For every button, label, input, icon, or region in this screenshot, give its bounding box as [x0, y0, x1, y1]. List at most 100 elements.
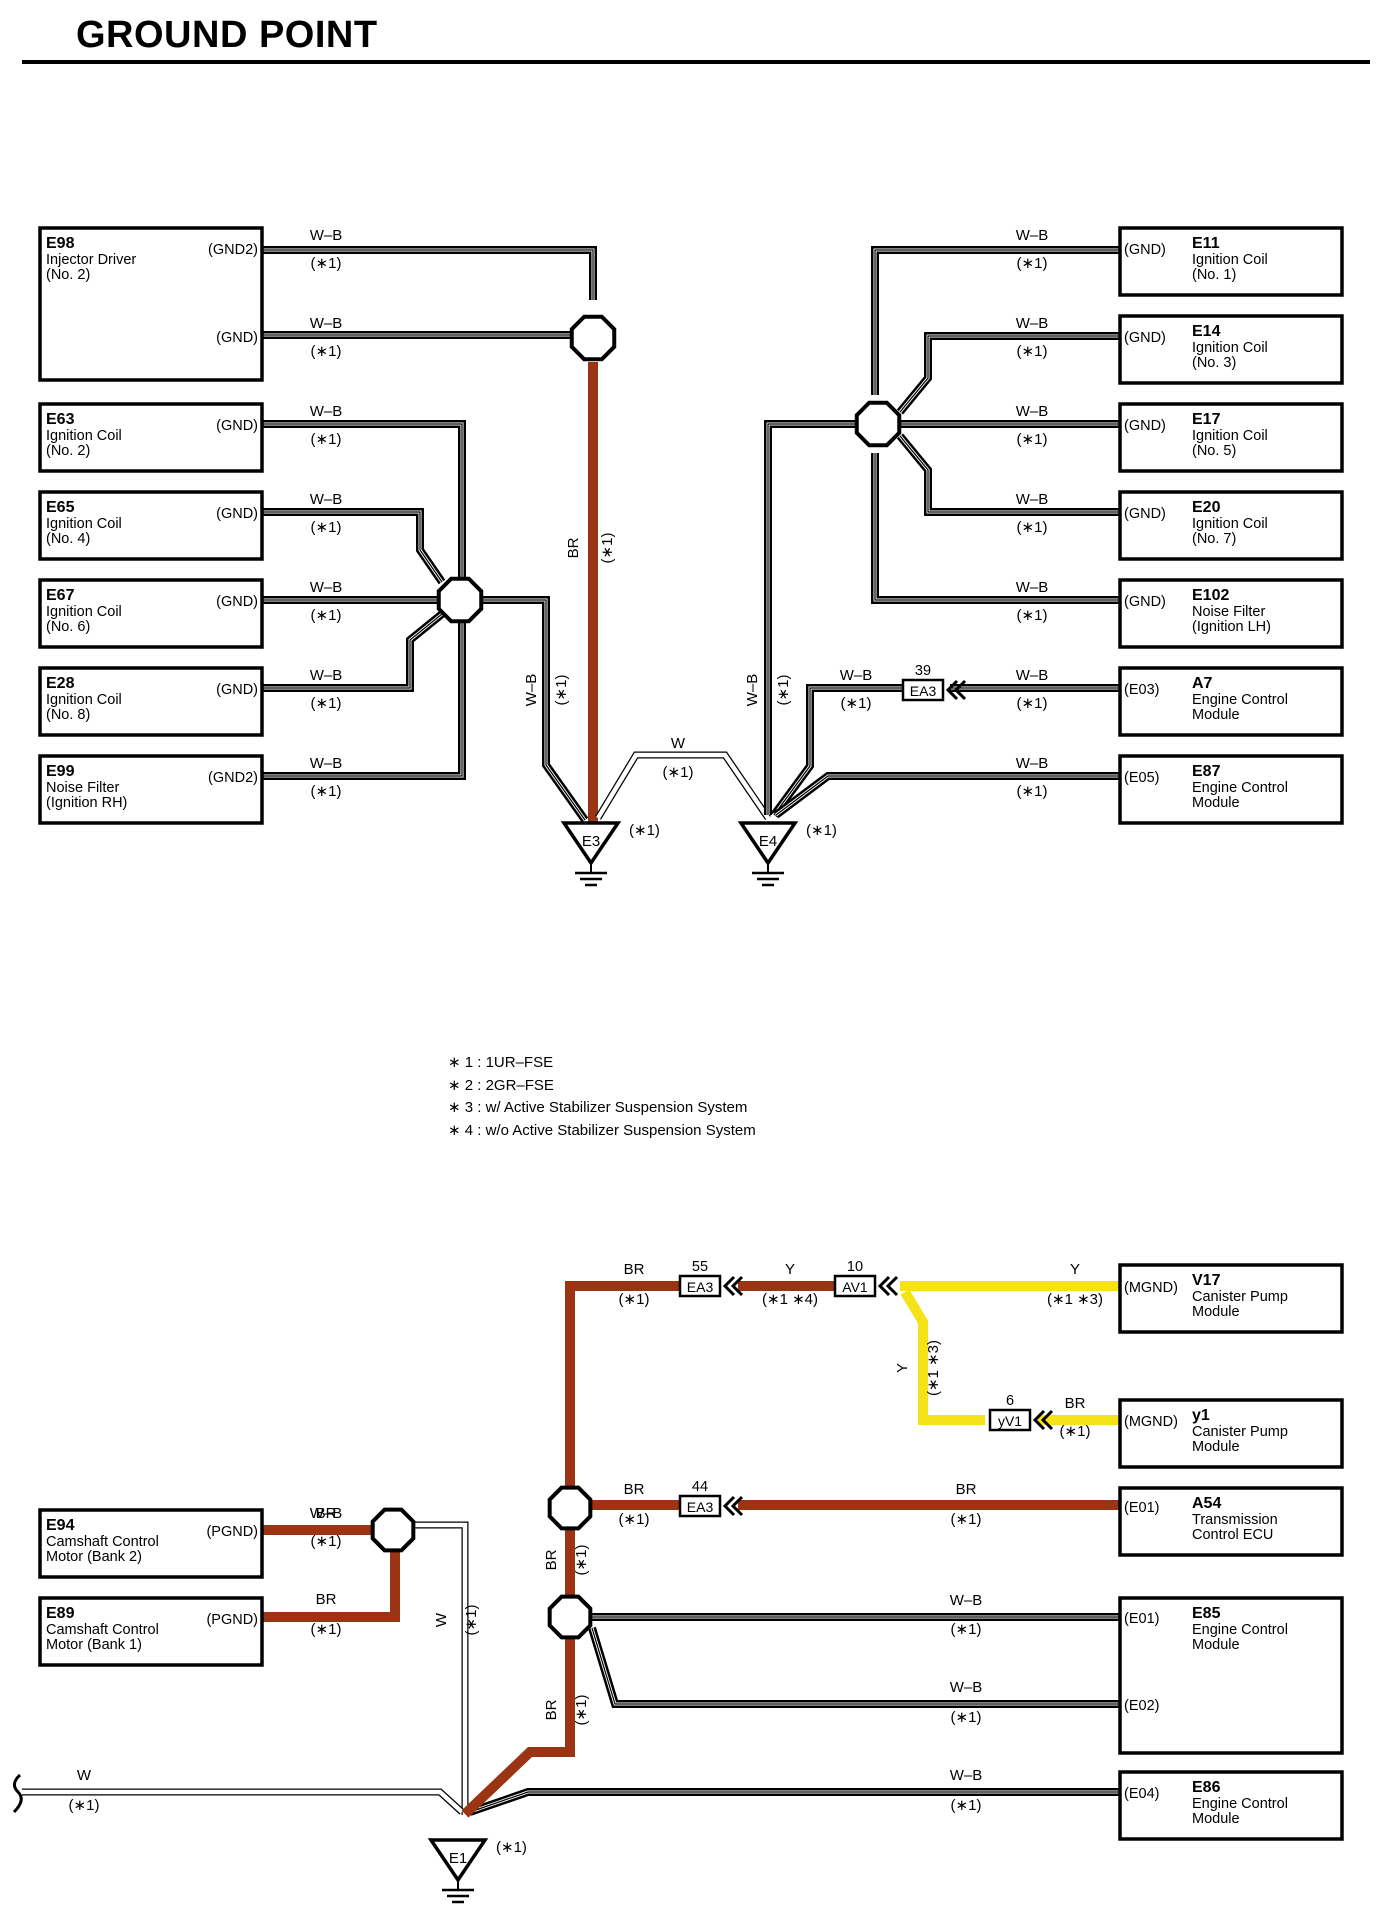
connector-box	[833, 1274, 877, 1298]
component-name: Control ECU	[1192, 1527, 1273, 1543]
splice-right-coils	[854, 400, 902, 448]
component-id: E87	[1192, 763, 1221, 780]
component-name: (No. 2)	[46, 443, 90, 459]
wire-color-label: W–B	[744, 674, 761, 707]
component-name: (No. 6)	[46, 619, 90, 635]
component-name: Camshaft Control	[46, 1534, 159, 1550]
wire-color-label: BR	[316, 1591, 337, 1608]
component-id: E17	[1192, 411, 1221, 428]
connector-pin: 6	[1006, 1393, 1014, 1409]
ground-note: (∗1)	[806, 822, 837, 839]
footnote-4: ∗ 4 : w/o Active Stabilizer Suspension S…	[448, 1121, 756, 1139]
ground-note: (∗1)	[629, 822, 660, 839]
pin-label: (E04)	[1124, 1786, 1159, 1802]
wire-y-yv1	[900, 1289, 985, 1425]
connector-chevron	[877, 1275, 891, 1297]
connector-pin: 10	[847, 1259, 863, 1275]
wire-break-mark	[12, 1773, 23, 1814]
component-name: Engine Control	[1192, 1622, 1288, 1638]
component-id: E94	[46, 1517, 75, 1534]
wire-note-label: (∗1)	[573, 1545, 590, 1576]
footnote-3: ∗ 3 : w/ Active Stabilizer Suspension Sy…	[448, 1099, 748, 1116]
component-name: Module	[1192, 795, 1240, 811]
component-box	[38, 1508, 264, 1579]
component-name: (Ignition RH)	[46, 795, 127, 811]
wire-note-label: (∗1)	[619, 1291, 650, 1308]
wire-color-label: W–B	[1016, 403, 1049, 420]
splice-a54	[547, 1485, 593, 1531]
pin-label: (GND)	[216, 330, 258, 346]
ground-triangle	[560, 821, 622, 867]
wires-layer	[12, 246, 1120, 1818]
component-name: Engine Control	[1192, 1796, 1288, 1812]
wire-e86	[468, 1788, 1120, 1816]
connector-id: EA3	[687, 1499, 714, 1515]
component-id: y1	[1192, 1407, 1210, 1424]
splice-camshaft	[370, 1507, 416, 1553]
wire-a7-e4	[770, 684, 903, 818]
wire-color-label: BR	[543, 1549, 560, 1570]
component-id: E67	[46, 587, 75, 604]
wire-note-label: (∗1)	[1017, 783, 1048, 800]
component-id: A7	[1192, 675, 1213, 692]
connector-pin: 55	[692, 1259, 708, 1275]
connector-chevron	[722, 1275, 736, 1297]
pin-label: (PGND)	[206, 1524, 258, 1540]
wire-color-label: W	[433, 1612, 450, 1627]
wire-br-e1	[461, 1635, 575, 1818]
wire-note-label: (∗1)	[1017, 343, 1048, 360]
wire-br-top	[565, 1281, 680, 1500]
component-id: E11	[1192, 235, 1220, 252]
wire-note-label: (∗1)	[1017, 255, 1048, 272]
wire-color-label: W–B	[310, 1505, 343, 1522]
wire-w-e3-e4	[595, 751, 771, 820]
splice-e98	[569, 314, 617, 362]
wire-note-label: (∗1)	[311, 519, 342, 536]
component-box	[1118, 578, 1344, 649]
component-name: (No. 1)	[1192, 267, 1236, 283]
wire-color-label: Y	[785, 1261, 795, 1278]
component-box	[1118, 1486, 1344, 1557]
wire-note-label: (∗1)	[775, 675, 792, 706]
wire-color-label: W–B	[310, 755, 343, 772]
component-name: Ignition Coil	[46, 692, 122, 708]
wire-color-label: BR	[565, 537, 582, 558]
wire-note-label: (∗1)	[311, 783, 342, 800]
wire-e87	[773, 772, 1120, 819]
component-box	[38, 1596, 264, 1667]
wire-color-label: BR	[1065, 1395, 1086, 1412]
component-name: Ignition Coil	[46, 604, 122, 620]
wire-color-label: BR	[956, 1481, 977, 1498]
wire-note-label: (∗1)	[311, 607, 342, 624]
pin-label: (GND)	[216, 506, 258, 522]
component-name: (No. 5)	[1192, 443, 1236, 459]
component-name: (No. 2)	[46, 267, 90, 283]
wire-note-label: (∗1)	[599, 533, 616, 564]
component-name: Module	[1192, 1811, 1240, 1827]
wire-note-label: (∗1)	[663, 764, 694, 781]
component-id: E89	[46, 1605, 75, 1622]
connector-chevron	[1032, 1409, 1046, 1431]
component-box	[38, 666, 264, 737]
component-name: (No. 3)	[1192, 355, 1236, 371]
component-name: (No. 8)	[46, 707, 90, 723]
wire-color-label: W–B	[1016, 579, 1049, 596]
wire-color-label: W–B	[310, 667, 343, 684]
wire-e63	[262, 420, 466, 582]
component-name: (No. 7)	[1192, 531, 1236, 547]
component-name: Motor (Bank 1)	[46, 1637, 142, 1653]
component-box	[1118, 314, 1344, 385]
